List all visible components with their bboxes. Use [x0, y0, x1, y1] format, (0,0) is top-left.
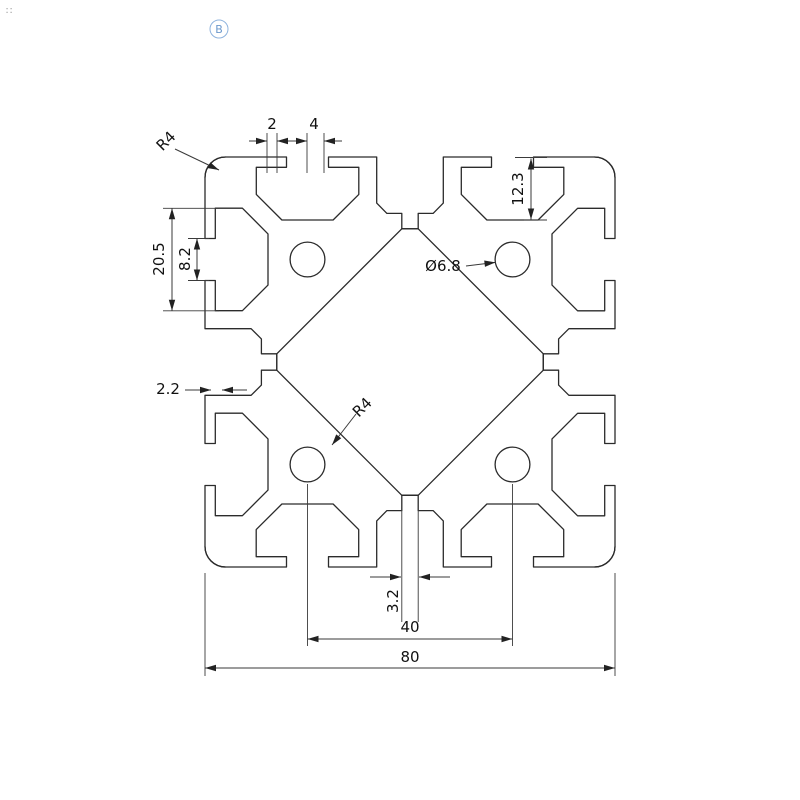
profile-outline — [204, 156, 616, 568]
screw-hole-bottom-left — [289, 446, 326, 483]
label-8-2: 8.2 — [176, 247, 194, 271]
corner-artifact: ∷ — [6, 6, 12, 17]
screw-hole-bottom-right — [494, 446, 531, 483]
profile-face-bottom — [204, 494, 616, 568]
screw-hole-top-right — [494, 241, 531, 278]
label-2: 2 — [267, 115, 277, 133]
screw-hole-top-left — [289, 241, 326, 278]
label-4: 4 — [309, 115, 319, 133]
dim-4 — [289, 133, 342, 173]
dim-8-2 — [188, 238, 209, 281]
watermark-badge: B — [209, 19, 229, 39]
dim-40 — [307, 484, 513, 646]
profile-face-left — [204, 156, 278, 568]
label-r4-outer: R4 — [153, 128, 180, 155]
label-20-5: 20.5 — [150, 242, 168, 275]
profile-face-top — [204, 156, 616, 230]
dim-r4-outer — [174, 148, 220, 171]
watermark-letter: B — [215, 23, 223, 36]
label-2-2: 2.2 — [156, 380, 180, 398]
label-3-2: 3.2 — [384, 589, 402, 613]
label-hole-diameter: Ø6.8 — [425, 257, 461, 275]
dim-20-5 — [163, 207, 219, 312]
dim-hole-diameter — [465, 260, 496, 267]
dim-3-2 — [370, 502, 450, 622]
dim-r4-inner — [331, 413, 357, 446]
profile-face-right — [542, 156, 616, 568]
dim-80 — [204, 573, 616, 676]
label-80: 80 — [400, 648, 419, 666]
center-cavity — [276, 228, 544, 496]
dim-12-3 — [515, 157, 547, 221]
label-r4-inner: R4 — [349, 394, 376, 421]
label-40: 40 — [400, 618, 419, 636]
label-12-3: 12.3 — [509, 172, 527, 205]
